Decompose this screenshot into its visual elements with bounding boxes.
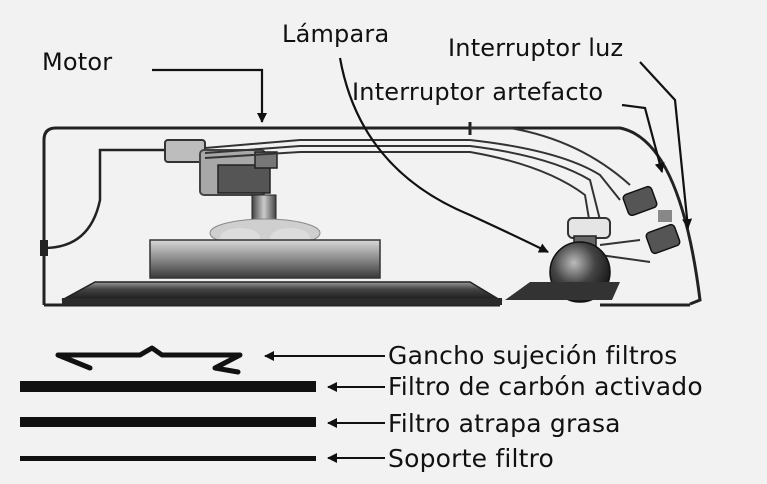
label-motor: Motor	[42, 50, 112, 74]
label-filtro-grasa: Filtro atrapa grasa	[388, 411, 621, 436]
grease-filter-bar	[20, 417, 316, 427]
label-interruptor-luz: Interruptor luz	[448, 36, 623, 60]
label-gancho: Gancho sujeción filtros	[388, 343, 678, 368]
arrow-icon	[152, 70, 262, 122]
carbon-filter-bar	[20, 381, 316, 392]
label-filtro-carbon: Filtro de carbón activado	[388, 374, 703, 399]
switches	[622, 186, 681, 255]
label-soporte: Soporte filtro	[388, 446, 554, 471]
power-cable	[40, 150, 165, 256]
filter-arrows	[265, 356, 385, 458]
fan-plate	[62, 240, 502, 305]
hook-filter-clip	[58, 348, 240, 372]
label-lampara: Lámpara	[282, 22, 389, 46]
filter-support-bar	[20, 456, 316, 461]
lamp	[505, 218, 620, 302]
label-interruptor-artefacto: Interruptor artefacto	[352, 80, 603, 104]
